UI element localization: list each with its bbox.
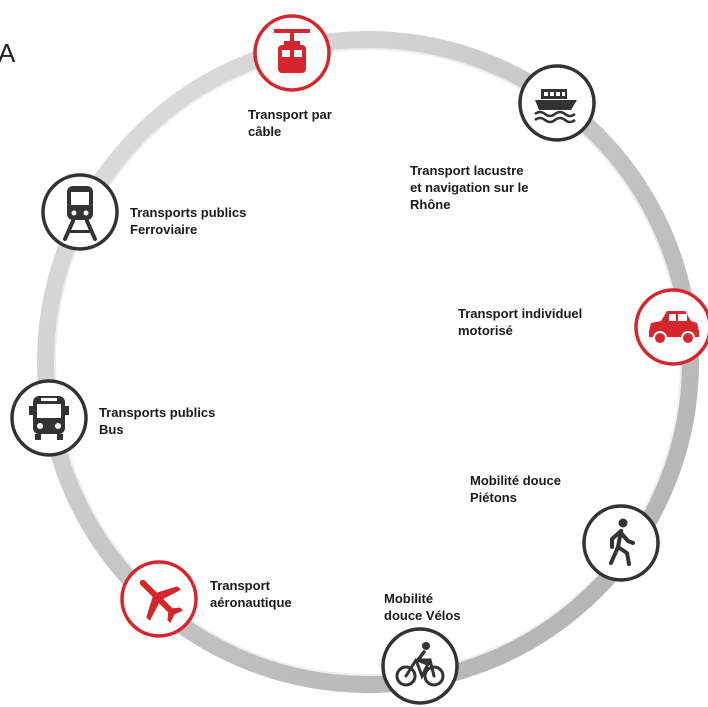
- node-plane[interactable]: [120, 560, 198, 638]
- cable-car-icon: [274, 29, 310, 73]
- label-bus: Transports publics Bus: [99, 405, 216, 437]
- label-plane: Transport aéronautique: [210, 578, 292, 610]
- boat-icon: [534, 89, 577, 124]
- label-walk: Mobilité douce Piétons: [470, 473, 561, 505]
- node-train[interactable]: [41, 173, 119, 251]
- label-train: Transports publics Ferroviaire: [130, 205, 247, 237]
- label-lake: Transport lacustre et navigation sur le …: [410, 163, 529, 212]
- node-bus[interactable]: [10, 379, 88, 457]
- node-cable[interactable]: [253, 14, 331, 92]
- node-lake[interactable]: [518, 64, 596, 142]
- bus-icon: [29, 396, 69, 440]
- label-cable: Transport par câble: [248, 107, 332, 139]
- node-walk[interactable]: [582, 504, 660, 582]
- car-icon: [649, 311, 699, 345]
- label-bike: Mobilité douce Vélos: [384, 591, 461, 623]
- label-car: Transport individuel motorisé: [458, 306, 583, 338]
- corner-mark: A: [0, 38, 16, 68]
- pedestrian-icon: [609, 518, 635, 566]
- airplane-icon: [139, 579, 184, 624]
- node-bike[interactable]: [381, 627, 459, 705]
- ring-outer: [37, 31, 699, 693]
- train-icon: [63, 186, 97, 241]
- node-car[interactable]: [634, 288, 708, 366]
- bicycle-icon: [395, 642, 445, 687]
